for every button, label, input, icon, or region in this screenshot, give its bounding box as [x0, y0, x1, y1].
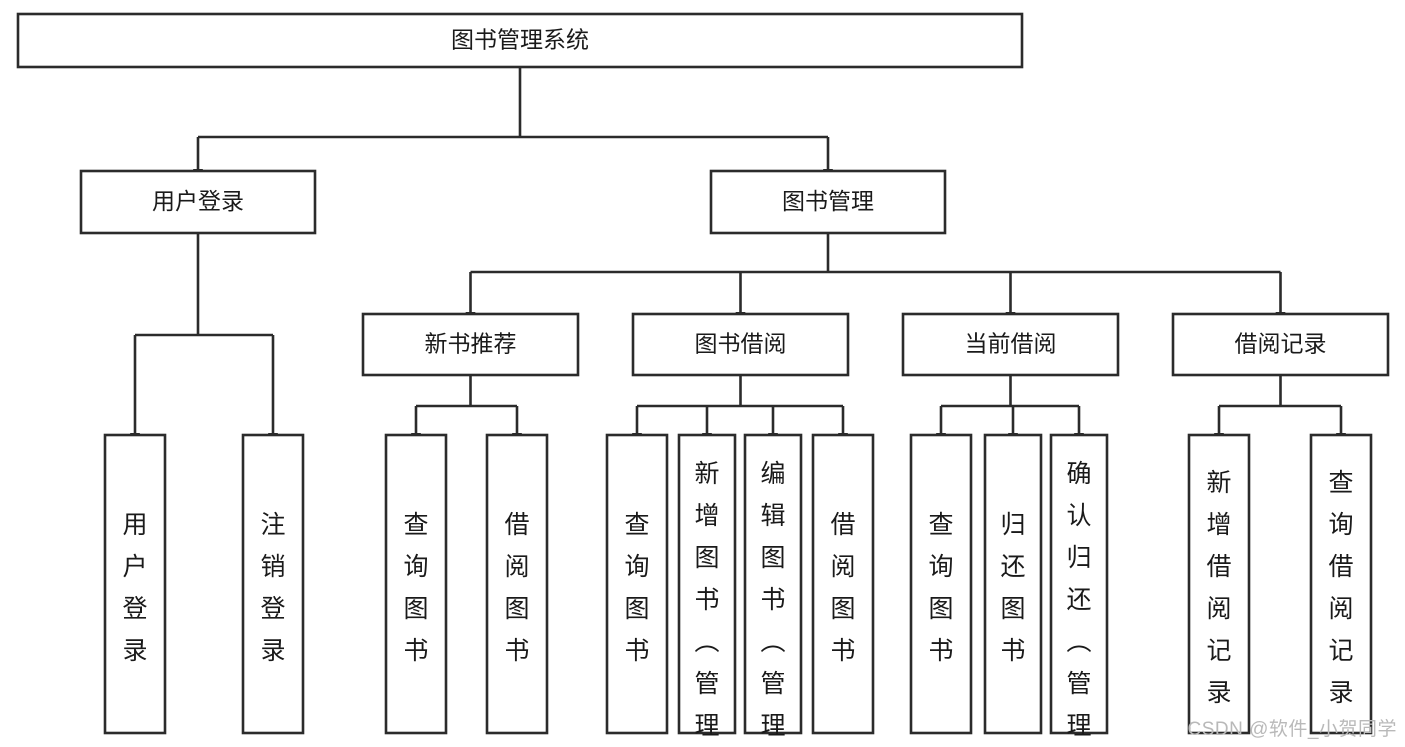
- node-leaf-query-book-borrow[interactable]: 查询图书: [605, 433, 669, 735]
- node-box: [16, 12, 1024, 69]
- node-leaf-user-login[interactable]: 用户登录: [103, 433, 167, 735]
- node-leaf-borrow-book[interactable]: 借阅图书: [811, 433, 875, 735]
- node-label: 查询借阅记录: [1328, 469, 1353, 707]
- node-leaf-add-book-admin[interactable]: 新增图书︵管理员︶: [677, 433, 737, 747]
- node-box: [631, 312, 850, 377]
- node-user-login[interactable]: 用户登录: [79, 169, 317, 235]
- node-box: [1171, 312, 1390, 377]
- node-leaf-add-borrow-record[interactable]: 新增借阅记录: [1187, 433, 1251, 735]
- node-box: [605, 433, 669, 735]
- node-new-book-recommend[interactable]: 新书推荐: [361, 312, 580, 377]
- node-box: [79, 169, 317, 235]
- node-label: 用户登录: [122, 511, 147, 665]
- node-label: 注销登录: [260, 511, 285, 665]
- node-leaf-return-book[interactable]: 归还图书: [983, 433, 1043, 735]
- node-box: [677, 433, 737, 735]
- node-label: 借阅记录: [1235, 331, 1327, 357]
- node-box: [909, 433, 973, 735]
- node-label: 新增图书︵管理员︶: [694, 460, 719, 747]
- node-label: 查询图书: [928, 511, 953, 665]
- node-leaf-edit-book-admin[interactable]: 编辑图书︵管理员︶: [743, 433, 803, 747]
- node-box: [901, 312, 1120, 377]
- node-label: 借阅图书: [504, 511, 529, 665]
- node-box: [241, 433, 305, 735]
- node-box: [709, 169, 947, 235]
- node-current-borrow[interactable]: 当前借阅: [901, 312, 1120, 377]
- node-label: 当前借阅: [965, 331, 1057, 357]
- node-label: 编辑图书︵管理员︶: [760, 460, 785, 747]
- node-label: 查询图书: [624, 511, 649, 665]
- node-box: [1049, 433, 1109, 735]
- node-box: [384, 433, 448, 735]
- node-box: [1309, 433, 1373, 735]
- node-box: [743, 433, 803, 735]
- node-label: 用户登录: [152, 188, 244, 214]
- node-box: [811, 433, 875, 735]
- node-label: 确认归还︵管理员︶: [1066, 460, 1091, 747]
- node-leaf-confirm-return-admin[interactable]: 确认归还︵管理员︶: [1049, 433, 1109, 747]
- node-box: [1187, 433, 1251, 735]
- node-box: [485, 433, 549, 735]
- node-root[interactable]: 图书管理系统: [16, 12, 1024, 69]
- watermark-text: CSDN @软件_小贺同学: [1187, 719, 1397, 740]
- node-box: [361, 312, 580, 377]
- node-label: 借阅图书: [830, 511, 855, 665]
- node-borrow-record[interactable]: 借阅记录: [1171, 312, 1390, 377]
- node-leaf-query-book-rec[interactable]: 查询图书: [384, 433, 448, 735]
- node-box: [103, 433, 167, 735]
- connector-lines: [130, 67, 1346, 444]
- node-leaf-query-borrow-record[interactable]: 查询借阅记录: [1309, 433, 1373, 735]
- node-label: 查询图书: [403, 511, 428, 665]
- node-label: 新书推荐: [425, 331, 517, 357]
- node-box: [983, 433, 1043, 735]
- node-label: 图书管理: [782, 188, 874, 214]
- node-leaf-query-book-current[interactable]: 查询图书: [909, 433, 973, 735]
- node-label: 归还图书: [1000, 511, 1025, 665]
- node-label: 图书管理系统: [451, 27, 589, 53]
- node-book-borrow[interactable]: 图书借阅: [631, 312, 850, 377]
- node-label: 新增借阅记录: [1206, 469, 1231, 707]
- node-label: 图书借阅: [695, 331, 787, 357]
- node-boxes: 图书管理系统用户登录图书管理新书推荐图书借阅当前借阅借阅记录用户登录注销登录查询…: [16, 12, 1390, 747]
- node-book-manage[interactable]: 图书管理: [709, 169, 947, 235]
- node-leaf-logout-login[interactable]: 注销登录: [241, 433, 305, 735]
- node-leaf-borrow-book-rec[interactable]: 借阅图书: [485, 433, 549, 735]
